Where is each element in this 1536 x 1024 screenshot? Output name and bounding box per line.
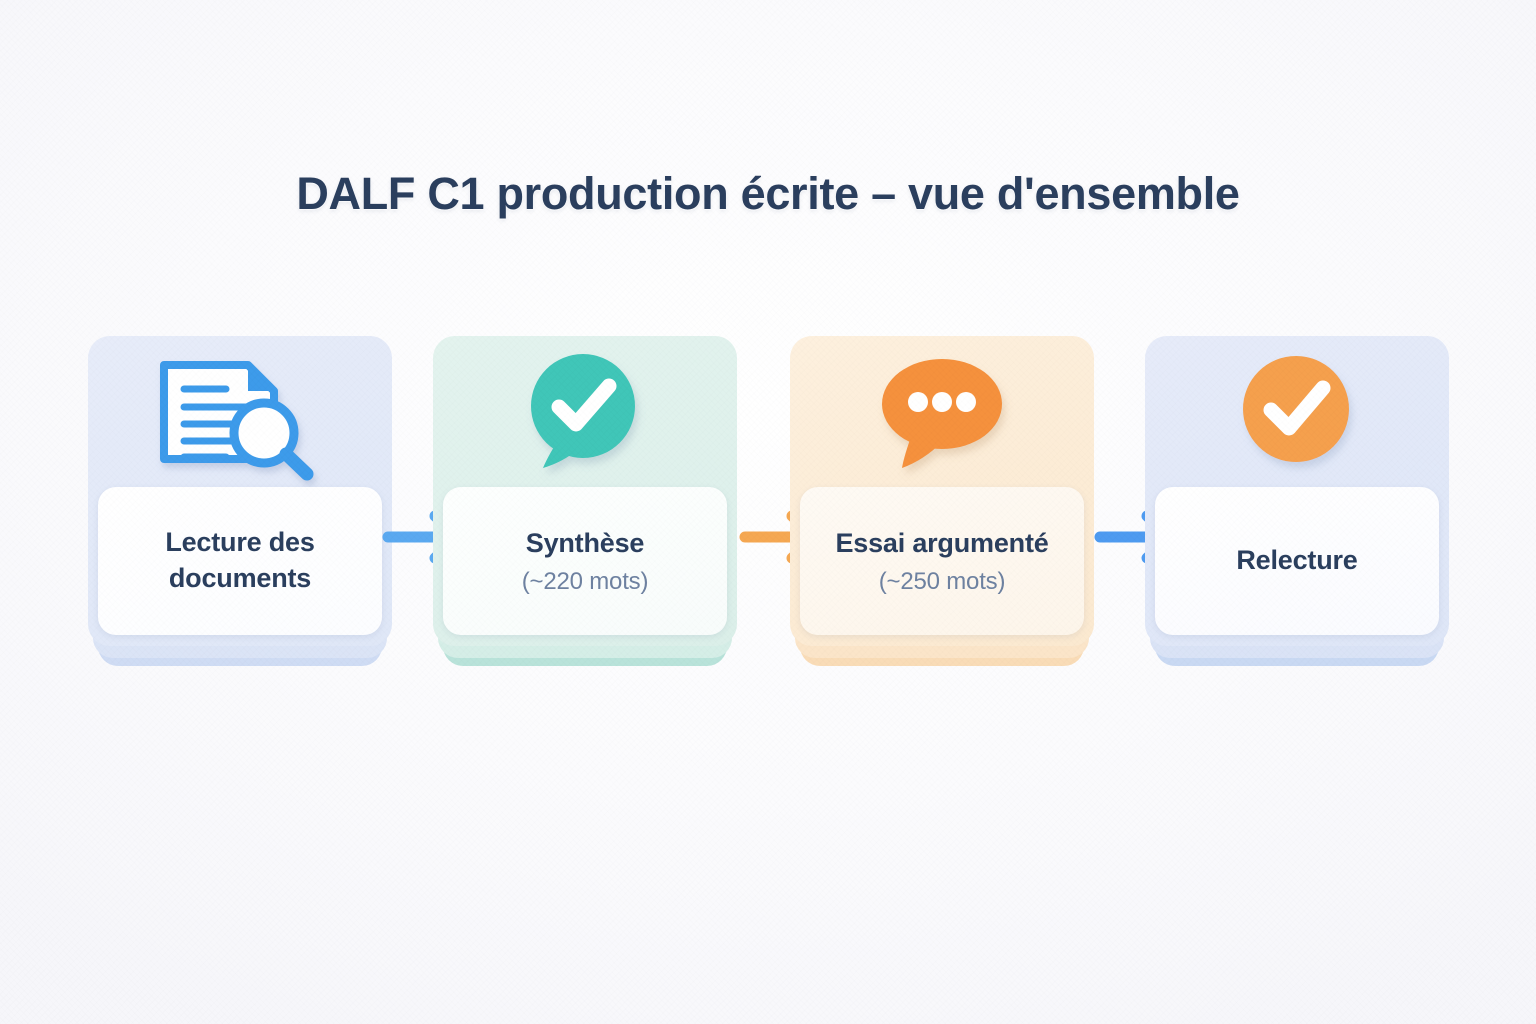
- flow-step-lecture-des-documents[interactable]: Lecture des documents: [88, 336, 392, 666]
- step-label-card: Relecture: [1155, 487, 1439, 635]
- step-label-card: Essai argumenté (~250 mots): [800, 487, 1084, 635]
- circle-check-icon: [1243, 356, 1349, 462]
- step-label: Relecture: [1236, 545, 1358, 576]
- flow-step-relecture[interactable]: Relecture: [1145, 336, 1449, 666]
- step-card[interactable]: Synthèse (~220 mots): [433, 336, 737, 646]
- step-card[interactable]: Lecture des documents: [88, 336, 392, 646]
- step-label-card: Lecture des documents: [98, 487, 382, 635]
- flow-step-essai-argumente[interactable]: Essai argumenté (~250 mots): [790, 336, 1094, 666]
- speech-bubble-dots-icon: [882, 359, 1002, 468]
- step-card[interactable]: Relecture: [1145, 336, 1449, 646]
- step-label: Essai argumenté: [835, 528, 1049, 559]
- step-label-card: Synthèse (~220 mots): [443, 487, 727, 635]
- step-icon-container: [433, 336, 737, 488]
- process-flow-diagram: Lecture des documents: [88, 336, 1449, 676]
- step-icon-container: [88, 336, 392, 488]
- page-title: DALF C1 production écrite – vue d'ensemb…: [296, 168, 1240, 219]
- flow-step-synthese[interactable]: Synthèse (~220 mots): [433, 336, 737, 666]
- step-label: Synthèse: [525, 528, 645, 559]
- step-icon-container: [790, 336, 1094, 488]
- step-subtitle: (~220 mots): [521, 567, 649, 595]
- speech-bubble-check-icon: [531, 354, 635, 468]
- step-card[interactable]: Essai argumenté (~250 mots): [790, 336, 1094, 646]
- step-subtitle: (~250 mots): [878, 567, 1006, 595]
- document-search-icon: [160, 361, 314, 481]
- step-icon-container: [1145, 336, 1449, 488]
- step-label: Lecture des documents: [165, 527, 315, 593]
